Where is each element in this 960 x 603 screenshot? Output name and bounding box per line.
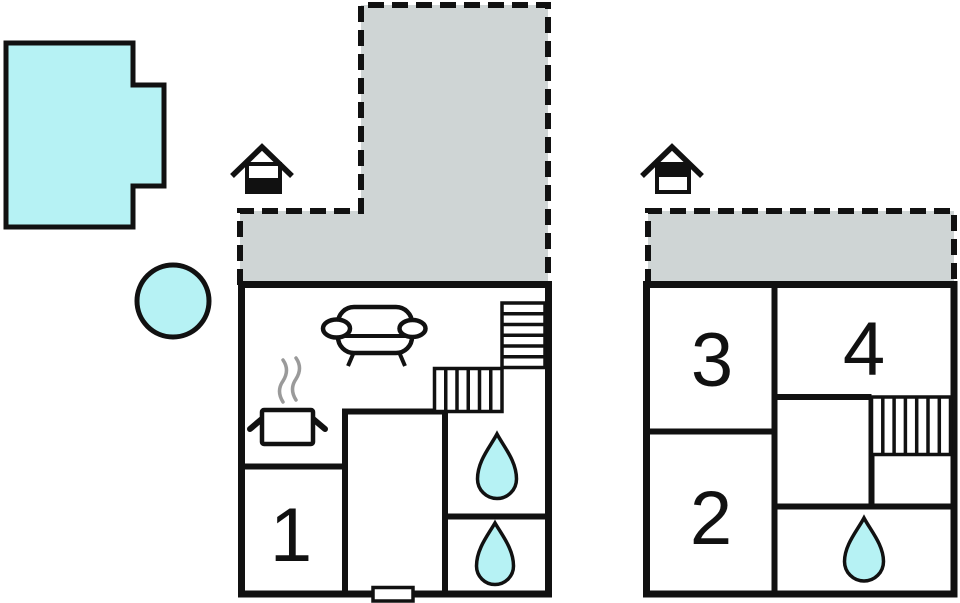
pool-shape [3, 40, 167, 230]
room-label-2: 2 [690, 476, 732, 561]
stove-icon [247, 356, 328, 447]
ground-floor-house-icon [230, 143, 294, 194]
water-drop-icon [475, 430, 519, 501]
entrance-door-icon [371, 585, 415, 603]
terrace-upper-floor [645, 208, 957, 288]
ground-floor-inner-walls [245, 408, 548, 594]
water-drop-icon [474, 519, 516, 587]
room-label-3: 3 [691, 318, 733, 403]
steam-lines [277, 358, 289, 404]
staircase-icon [432, 301, 547, 414]
sofa-icon [320, 304, 428, 367]
upper-floor-plan: 3 2 4 [643, 281, 958, 598]
room-label-4: 4 [843, 307, 885, 392]
room-label-1: 1 [270, 493, 312, 578]
upper-floor-house-icon [640, 143, 704, 194]
round-pool-shape [134, 262, 212, 340]
ground-floor-plan: 1 [238, 281, 552, 603]
staircase-icon [869, 395, 953, 457]
water-drop-icon [842, 514, 886, 583]
terrace-ground-floor [237, 2, 551, 288]
